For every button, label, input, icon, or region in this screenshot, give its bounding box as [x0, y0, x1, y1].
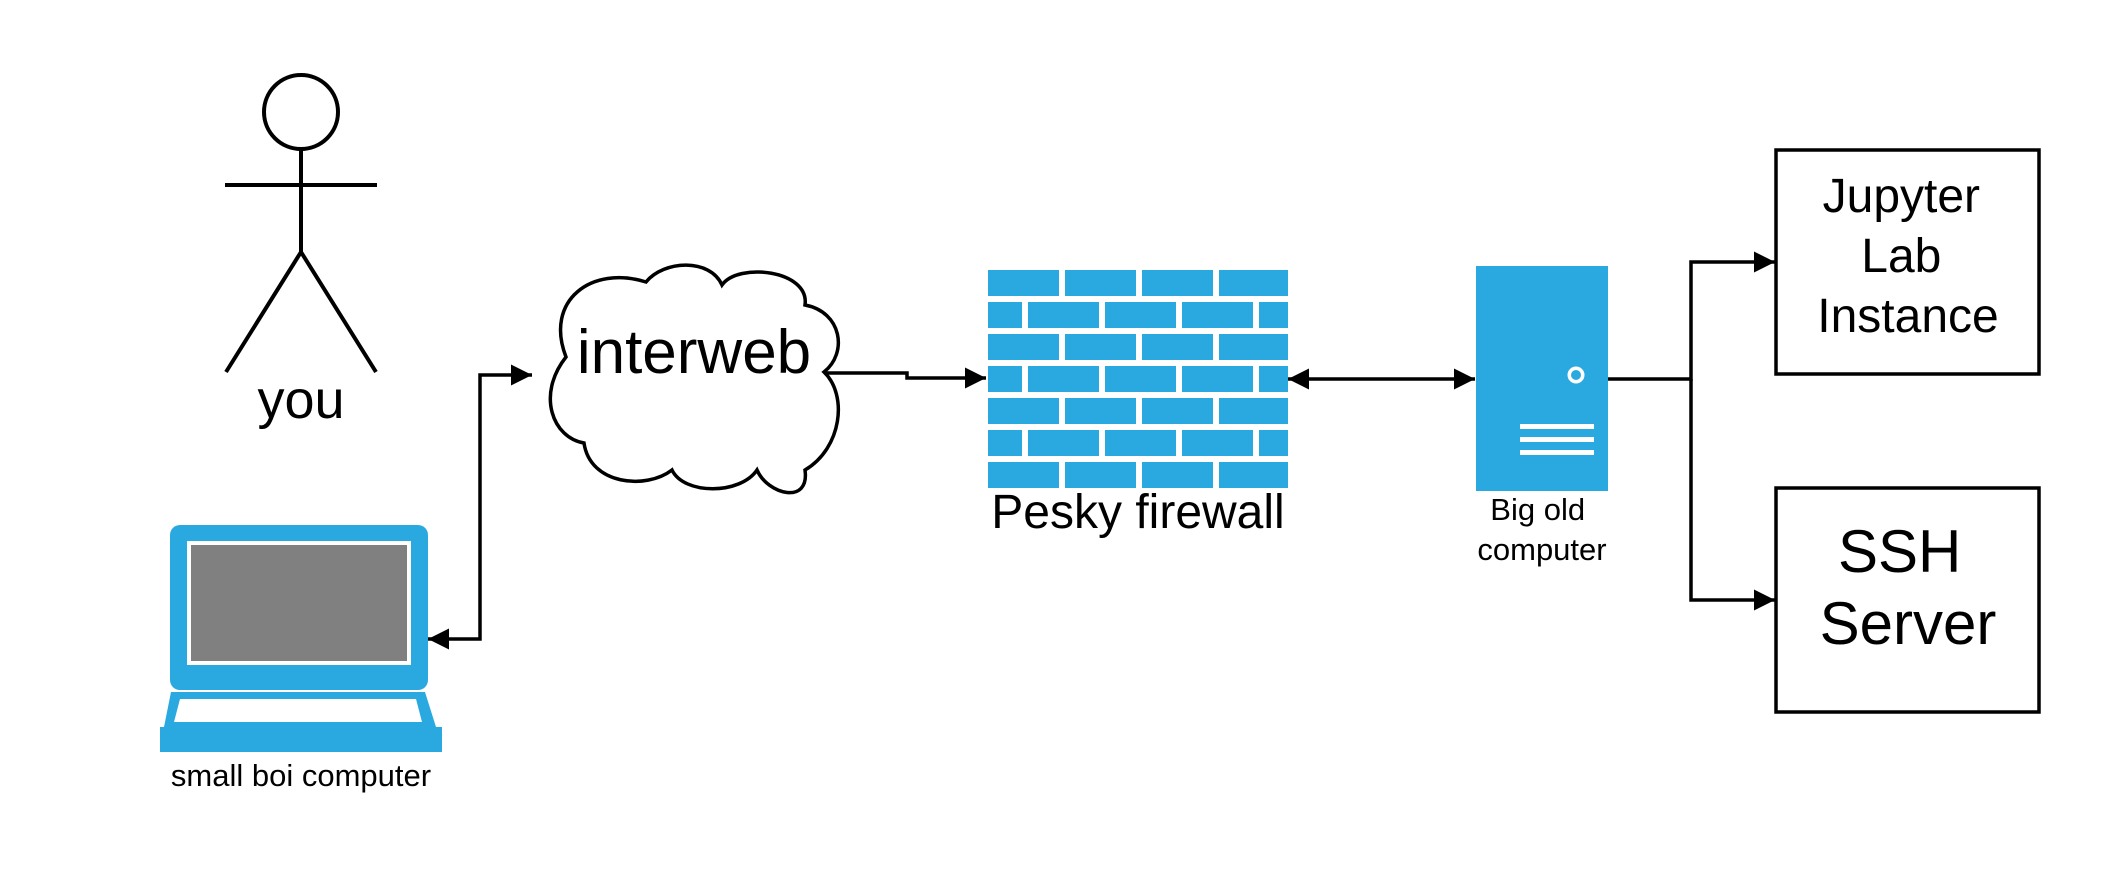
connector-server-to-ssh [1689, 379, 1775, 611]
server-label-line-2: computer [1477, 532, 1606, 567]
firewall-brick [1028, 366, 1099, 392]
firewall-brick [988, 302, 1022, 328]
firewall-brick [1142, 270, 1213, 296]
firewall-brick [1065, 462, 1136, 488]
cloud-icon [548, 263, 841, 495]
server-label-line-1: Big old [1490, 492, 1585, 527]
firewall-brick [988, 398, 1059, 424]
firewall-brick [1065, 270, 1136, 296]
stick-figure-icon [224, 73, 378, 374]
firewall-brick [1142, 462, 1213, 488]
firewall-brick [1219, 270, 1288, 296]
ssh-server-box [1774, 486, 2041, 714]
firewall-brick [1142, 398, 1213, 424]
jupyter-label-line-2: Lab [1861, 230, 1941, 283]
firewall-brick [1219, 334, 1288, 360]
firewall-brick [1105, 366, 1176, 392]
person-label: you [257, 370, 344, 430]
firewall-brick [1259, 430, 1288, 456]
firewall-brick [1259, 302, 1288, 328]
firewall-brick [988, 430, 1022, 456]
firewall-brick [988, 366, 1022, 392]
firewall-brick [1105, 430, 1176, 456]
firewall-label: Pesky firewall [991, 486, 1284, 539]
connectors [428, 251, 1775, 650]
firewall-brick [1028, 302, 1099, 328]
laptop-icon [160, 525, 442, 752]
firewall-brick [1219, 398, 1288, 424]
firewall-brick [988, 334, 1059, 360]
firewall-brick [1182, 430, 1253, 456]
ssh-label-line-2: Server [1820, 590, 1997, 657]
server-tower-icon [1476, 266, 1608, 491]
firewall-brick [1142, 334, 1213, 360]
connector-laptop-to-cloud [428, 364, 532, 650]
laptop-label: small boi computer [171, 758, 431, 793]
firewall-brick [1105, 302, 1176, 328]
server-label: Big old computer [1477, 492, 1606, 567]
firewall-brick [988, 270, 1059, 296]
firewall-brick [1065, 398, 1136, 424]
cloud-label: interweb [577, 318, 811, 387]
jupyter-label: Jupyter Lab Instance [1817, 170, 1998, 343]
ssh-label-line-1: SSH [1838, 518, 1961, 585]
jupyter-label-line-1: Jupyter [1823, 170, 1980, 223]
jupyter-label-line-3: Instance [1817, 290, 1998, 343]
firewall-brick [988, 462, 1059, 488]
firewall-brick [1065, 334, 1136, 360]
connector-server-to-jupyter [1608, 251, 1775, 381]
firewall-brick [1182, 366, 1253, 392]
firewall-brick [1028, 430, 1099, 456]
firewall-brick [1182, 302, 1253, 328]
connector-cloud-to-firewall [825, 367, 986, 389]
firewall-brick [1219, 462, 1288, 488]
ssh-label: SSH Server [1820, 518, 1997, 657]
jupyter-lab-box [1774, 148, 2041, 376]
firewall-brick [1259, 366, 1288, 392]
brick-wall-icon [988, 270, 1288, 488]
